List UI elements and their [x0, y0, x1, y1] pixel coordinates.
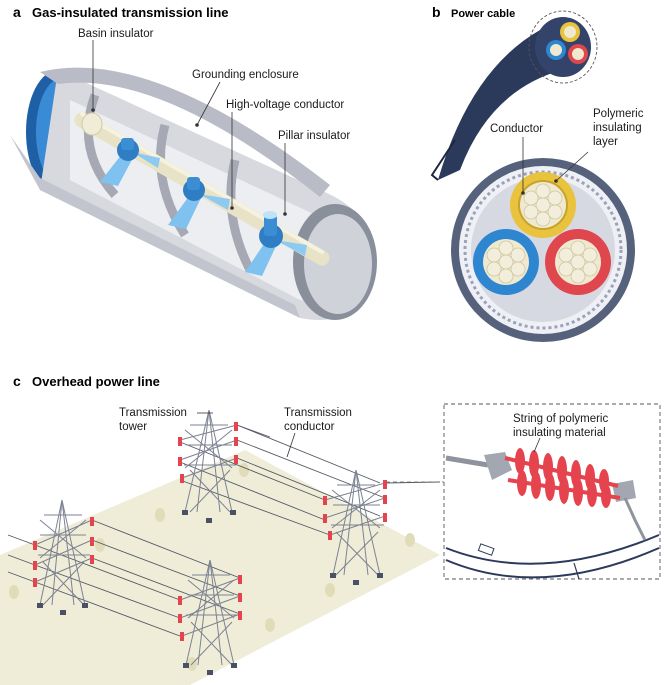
- label-string-line2: insulating material: [513, 427, 606, 439]
- cable-sheath: [438, 30, 562, 180]
- panel-c: c Overhead power line: [0, 373, 661, 685]
- label-transmission-tower-line2: tower: [119, 421, 147, 433]
- gil-rib: [83, 93, 119, 198]
- label-polymeric-line1: Polymeric: [593, 108, 644, 120]
- label-conductor: Conductor: [490, 123, 543, 135]
- panel-c-title: Overhead power line: [32, 374, 160, 389]
- pillar-insulator: [245, 211, 307, 276]
- label-polymeric-line2: insulating: [593, 122, 642, 134]
- insulator-string-inset: String of polymeric insulating material: [443, 403, 661, 580]
- trees: [9, 463, 415, 671]
- label-transmission-conductor-line2: conductor: [284, 421, 335, 433]
- conductor-strands: [558, 240, 598, 284]
- label-pillar-insulator: Pillar insulator: [278, 130, 350, 142]
- leader-line: [196, 81, 221, 126]
- gil-illustration: [10, 67, 377, 320]
- label-grounding-enclosure: Grounding enclosure: [192, 69, 299, 81]
- label-high-voltage-conductor: High-voltage conductor: [226, 99, 344, 111]
- panel-a: a Gas-insulated transmission line: [10, 4, 377, 320]
- label-string-line1: String of polymeric: [513, 413, 608, 425]
- ground-plane: [0, 450, 440, 685]
- transmission-tower: [34, 499, 93, 606]
- leader-line: [555, 151, 589, 182]
- leader-line: [286, 432, 296, 458]
- label-polymeric-line3: layer: [593, 136, 618, 148]
- panel-b-title: Power cable: [451, 8, 515, 20]
- pillar-insulator: [168, 177, 230, 229]
- cable-cross-section: [451, 158, 635, 342]
- panel-b: b Power cable: [430, 4, 644, 342]
- label-basin-insulator: Basin insulator: [78, 28, 154, 40]
- conductor-strands: [486, 240, 526, 284]
- transmission-tower: [179, 409, 238, 513]
- tower-insulators: [33, 422, 387, 641]
- conductor-strands: [523, 183, 563, 227]
- tower-footings: [37, 510, 383, 675]
- transmission-tower: [324, 469, 386, 576]
- panel-a-title: Gas-insulated transmission line: [32, 5, 229, 20]
- inset-conductor: [445, 534, 660, 565]
- label-transmission-conductor-line1: Transmission: [284, 407, 352, 419]
- pillar-insulator: [100, 138, 160, 186]
- panel-b-letter: b: [432, 4, 441, 20]
- panel-c-letter: c: [13, 373, 21, 389]
- polymeric-insulator-string: [507, 470, 621, 508]
- inset-conductor: [445, 547, 660, 579]
- transmission-tower: [179, 559, 241, 666]
- power-cable-perspective: [430, 10, 598, 181]
- panel-a-letter: a: [13, 4, 21, 20]
- leader-line: [533, 437, 541, 453]
- label-transmission-tower-line1: Transmission: [119, 407, 187, 419]
